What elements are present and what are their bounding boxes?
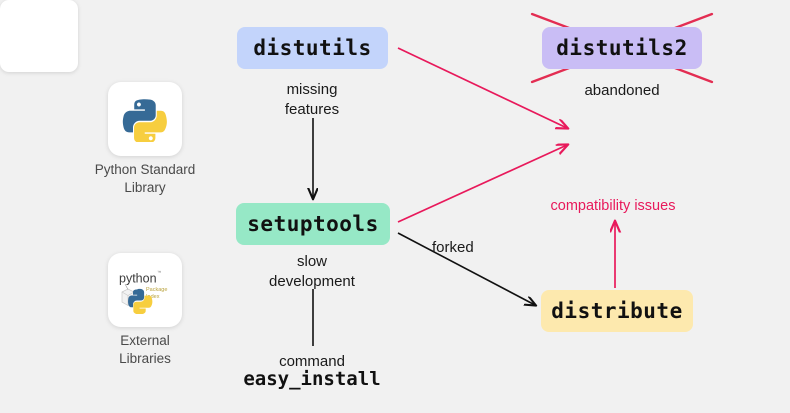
caption-line-1: Python Standard	[94, 162, 196, 177]
edge-label-line-1: slow	[296, 253, 327, 270]
caption-line-2: Library	[124, 180, 166, 196]
svg-text:Index: Index	[146, 294, 160, 300]
node-setuptools-label: setuptools	[247, 212, 379, 236]
edge-label-abandoned: abandoned	[584, 82, 660, 99]
edge-label-slow-development: slow development	[232, 252, 392, 293]
caption-line-2: Libraries	[119, 351, 171, 367]
edge-label-easy-install: easy_install	[243, 368, 381, 390]
edge-label-line-2: development	[269, 273, 355, 291]
node-distutils[interactable]: distutils	[237, 27, 388, 69]
edge-label-command: command	[279, 353, 345, 370]
caption-line-1: External	[120, 333, 170, 348]
node-distutils2[interactable]: distutils2	[542, 27, 702, 69]
node-setuptools[interactable]: setuptools	[236, 203, 390, 245]
node-distribute-label: distribute	[551, 299, 683, 323]
pypi-logo-card: python ™ Package Index	[108, 253, 182, 327]
edge-label-compatibility-issues: compatibility issues	[550, 198, 676, 214]
python-logo-icon	[122, 99, 167, 142]
node-blank-box[interactable]	[0, 0, 78, 72]
pypi-logo-icon: python ™ Package Index	[119, 270, 167, 314]
node-distutils-label: distutils	[253, 36, 372, 60]
svg-text:Package: Package	[146, 287, 167, 293]
edge-label-line-2: features	[284, 101, 340, 119]
edge-label-forked: forked	[432, 239, 474, 256]
svg-text:python: python	[119, 272, 157, 286]
edge-label-line-1: missing	[286, 81, 338, 98]
node-distribute[interactable]: distribute	[541, 290, 693, 332]
python-stdlib-logo-card	[108, 82, 182, 156]
edge-label-missing-features: missing features	[242, 80, 382, 121]
python-stdlib-caption: Python Standard Library	[75, 161, 215, 197]
node-distutils2-label: distutils2	[556, 36, 688, 60]
svg-text:™: ™	[157, 270, 162, 275]
pypi-caption: External Libraries	[75, 332, 215, 368]
